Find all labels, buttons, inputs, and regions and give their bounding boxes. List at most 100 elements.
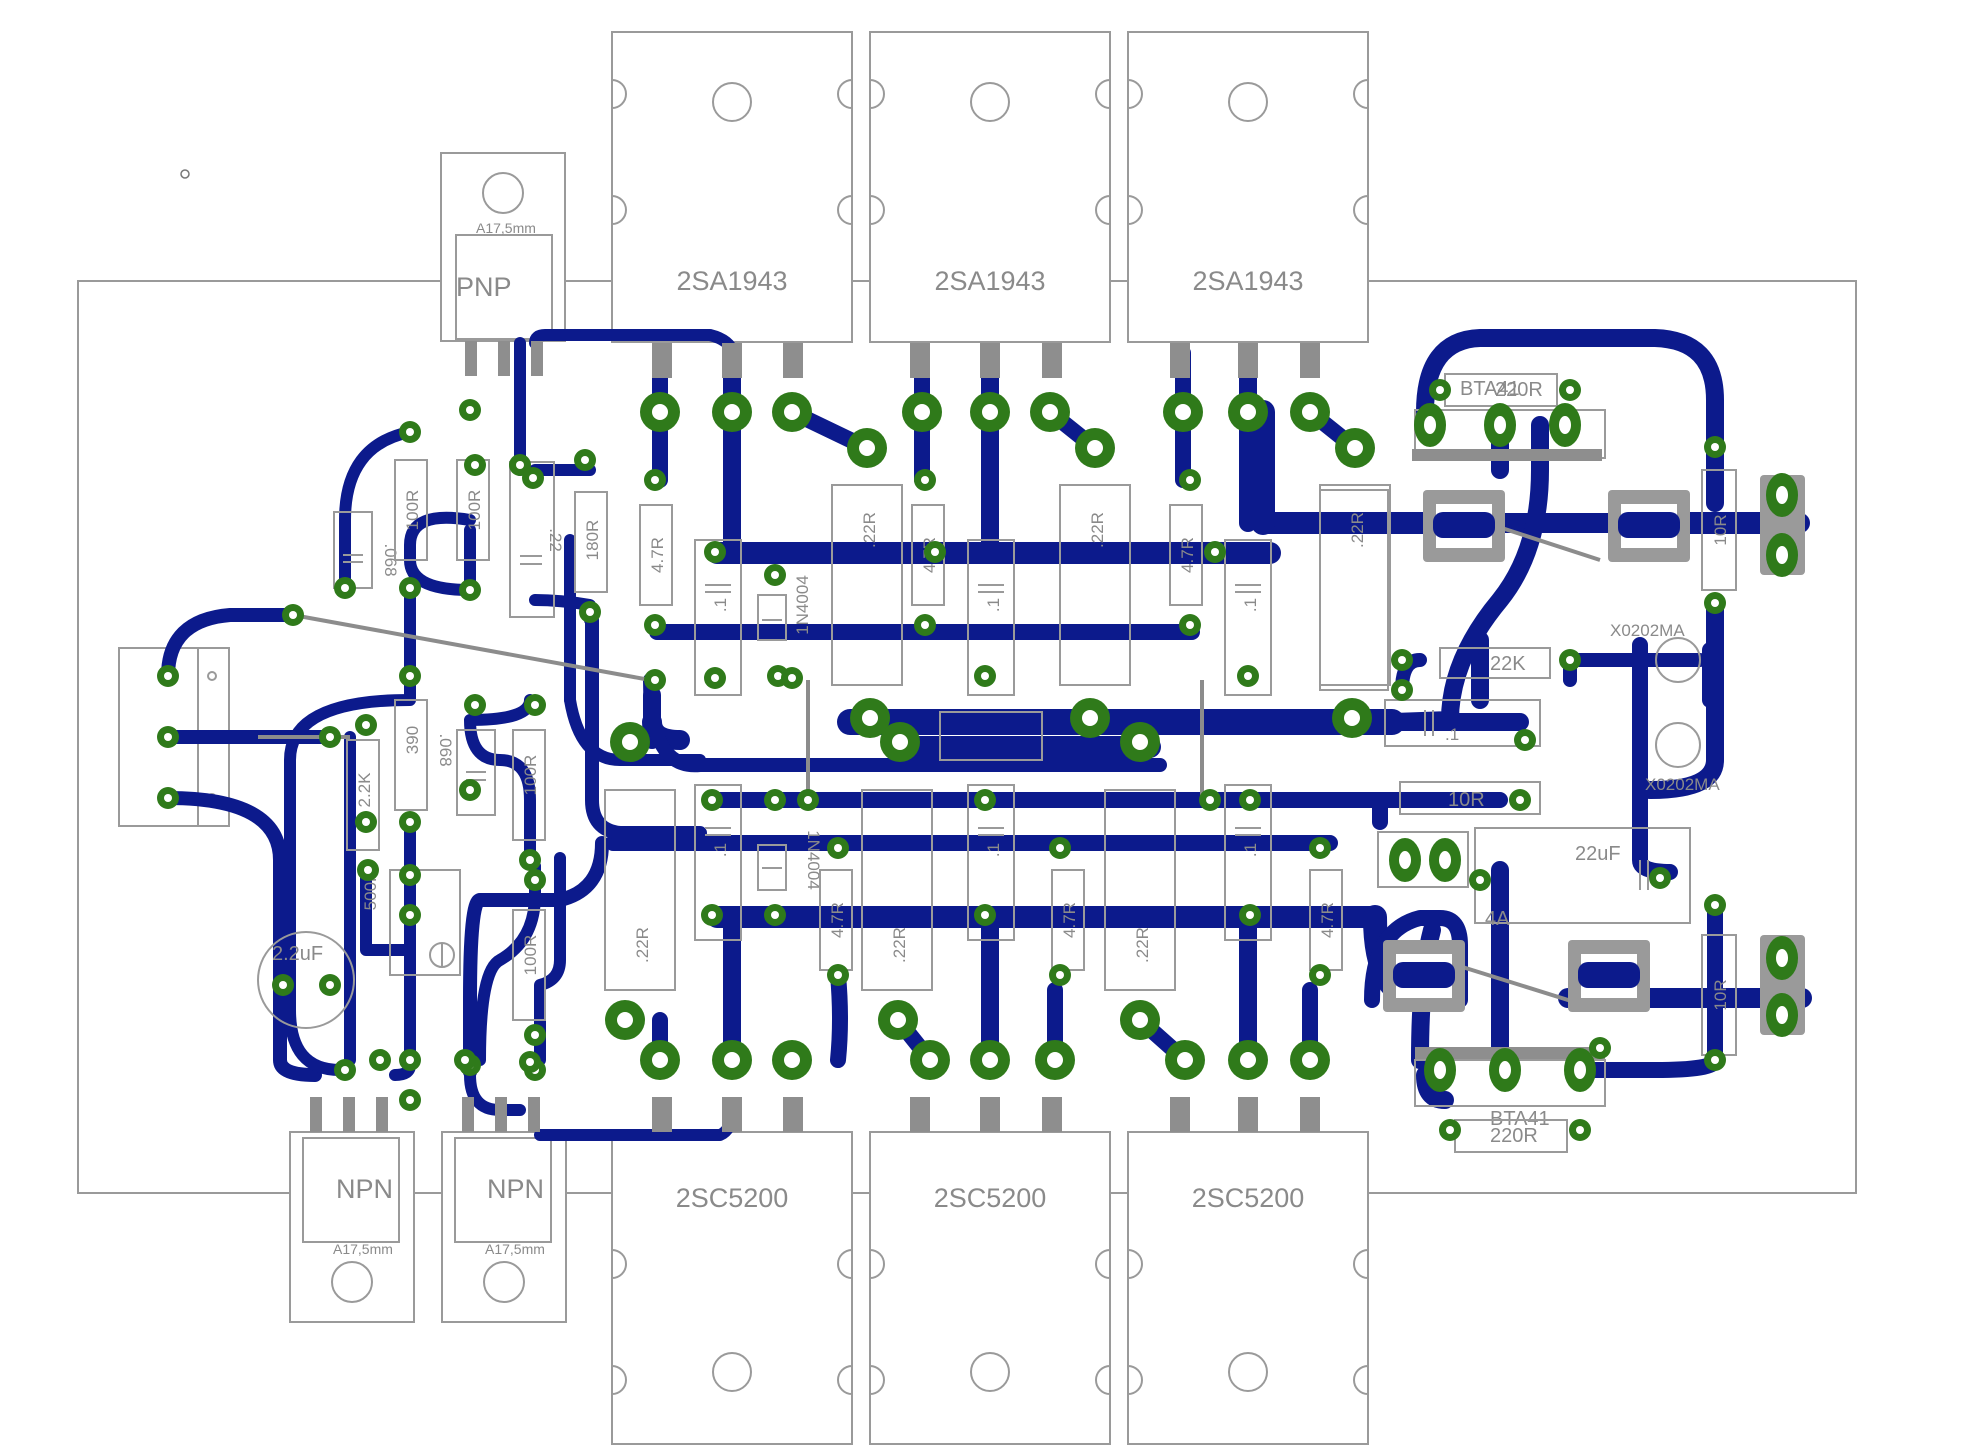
- svg-text:.1: .1: [984, 598, 1003, 612]
- driver-transistor-pnp: A17,5mm PNP: [440, 152, 566, 342]
- triac-bta41-top: BTA41: [1412, 378, 1606, 461]
- power-transistor-bottom-2: 2SC5200: [869, 1131, 1111, 1445]
- driver-npn-2-label: NPN: [487, 1174, 544, 1204]
- fuse-4a: 4A: [1485, 908, 1510, 930]
- svg-text:1N4004: 1N4004: [804, 830, 823, 890]
- driver-pnp-label: PNP: [456, 272, 512, 302]
- cap-1-bottom-2: .1: [967, 784, 1015, 941]
- resistor-180r: 180R: [574, 491, 608, 593]
- svg-text:.1: .1: [711, 843, 730, 857]
- svg-text:22uF: 22uF: [1575, 843, 1621, 865]
- cap-1-bottom-1: .1: [694, 784, 742, 941]
- svg-text:.22R: .22R: [1348, 512, 1367, 548]
- svg-text:10R: 10R: [1711, 979, 1730, 1010]
- svg-text:100R: 100R: [521, 755, 540, 796]
- svg-text:.22R: .22R: [860, 512, 879, 548]
- svg-text:2.2K: 2.2K: [355, 772, 374, 808]
- svg-text:2.2uF: 2.2uF: [272, 943, 323, 965]
- triac-bta41-top-label: BTA41: [1460, 378, 1520, 400]
- svg-text:100R: 100R: [521, 935, 540, 976]
- cap-1-top-3: .1: [1224, 539, 1272, 696]
- power-transistor-bottom-2-label: 2SC5200: [934, 1183, 1047, 1213]
- resistor-22k: 22K: [1439, 647, 1551, 679]
- scr-x0202ma-bottom: X0202MA: [1645, 722, 1720, 794]
- origin-marker: [180, 169, 190, 179]
- svg-text:.22R: .22R: [890, 927, 909, 963]
- cap-1-top-1: .1: [694, 539, 742, 696]
- svg-text:10R: 10R: [1448, 789, 1485, 811]
- resistor-22r-right: [1319, 489, 1389, 691]
- svg-text:220R: 220R: [1490, 1125, 1538, 1147]
- power-transistor-top-2: 2SA1943: [869, 31, 1111, 343]
- svg-text:.1: .1: [984, 843, 1003, 857]
- scr-x0202ma-top: X0202MA: [1610, 621, 1701, 683]
- svg-text:4A: 4A: [1485, 908, 1510, 930]
- resistor-22r-bottom-2: .22R: [861, 789, 933, 991]
- power-transistor-bottom-3-label: 2SC5200: [1192, 1183, 1305, 1213]
- power-transistor-bottom-1-label: 2SC5200: [676, 1183, 789, 1213]
- driver-transistor-npn-2: A17,5mm NPN: [441, 1131, 567, 1323]
- cap-1-top-2: .1: [967, 539, 1015, 696]
- output-coil-top-left: [1423, 490, 1505, 562]
- resistor-22r-bottom-3: .22R: [1104, 789, 1176, 991]
- cap-2-2uf: 2.2uF: [257, 931, 355, 1029]
- diode-1n4004-bottom: 1N4004: [757, 830, 823, 891]
- svg-text:4.7R: 4.7R: [1060, 902, 1079, 938]
- svg-text:.068: .068: [436, 733, 455, 766]
- output-coil-bottom-left: [1383, 940, 1465, 1012]
- driver-pnp-mount-label: A17,5mm: [476, 220, 536, 236]
- power-transistor-bottom-3: 2SC5200: [1127, 1131, 1369, 1445]
- svg-text:10R: 10R: [1711, 514, 1730, 545]
- resistor-100r-4: 100R: [512, 909, 546, 1021]
- output-coil-top-right: [1608, 490, 1690, 562]
- svg-text:.22R: .22R: [1133, 927, 1152, 963]
- resistor-2-2k: 2.2K: [346, 739, 380, 851]
- resistor-10r-top: 10R: [1701, 469, 1737, 591]
- transistor-pins: [310, 341, 1320, 1132]
- svg-text:100R: 100R: [403, 490, 422, 531]
- svg-text:4.7R: 4.7R: [1318, 902, 1337, 938]
- power-transistor-top-3-label: 2SA1943: [1192, 266, 1303, 296]
- scr-x0202ma-bottom-label: X0202MA: [1645, 775, 1720, 794]
- power-transistor-top-2-label: 2SA1943: [934, 266, 1045, 296]
- svg-text:390: 390: [403, 726, 422, 754]
- resistor-4-7r-top-3: 4.7R: [1169, 504, 1203, 606]
- scr-x0202ma-top-label: X0202MA: [1610, 621, 1685, 640]
- svg-text:.22R: .22R: [633, 927, 652, 963]
- svg-text:4.7R: 4.7R: [648, 537, 667, 573]
- svg-text:.1: .1: [1241, 843, 1260, 857]
- power-transistor-top-3: 2SA1943: [1127, 31, 1369, 343]
- svg-text:.22R: .22R: [1088, 512, 1107, 548]
- resistor-100r-3: 100R: [512, 729, 546, 841]
- svg-text:4.7R: 4.7R: [828, 902, 847, 938]
- svg-text:1N4004: 1N4004: [793, 575, 812, 635]
- driver-npn-1-label: NPN: [336, 1174, 393, 1204]
- cap-1-right: .1: [1384, 699, 1541, 747]
- resistor-390: 390: [394, 699, 428, 811]
- svg-text:220R: 220R: [1495, 379, 1543, 401]
- cap-068-bottom: .068: [436, 729, 496, 816]
- svg-text:.1: .1: [1241, 598, 1260, 612]
- resistor-4-7r-top-1: 4.7R: [639, 504, 673, 606]
- svg-text:.1: .1: [1445, 725, 1459, 744]
- driver-npn-1-mount-label: A17,5mm: [333, 1241, 393, 1257]
- resistor-22r-bottom-1: .22R: [604, 789, 676, 991]
- power-transistor-top-1: 2SA1943: [611, 31, 853, 343]
- resistor-10r-middle: 10R: [1399, 781, 1541, 815]
- diode-1n4004-top: 1N4004: [757, 575, 812, 641]
- driver-npn-2-mount-label: A17,5mm: [485, 1241, 545, 1257]
- svg-text:.22: .22: [546, 528, 565, 552]
- power-transistor-bottom-1: 2SC5200: [611, 1131, 853, 1445]
- fuse-holder-top: [1377, 831, 1469, 888]
- pads: [157, 379, 1798, 1141]
- bias-diode-pair: [939, 711, 1043, 761]
- resistor-22r-top-1: .22R: [831, 484, 903, 686]
- cap-1-bottom-3: .1: [1224, 784, 1272, 941]
- svg-text:100R: 100R: [465, 490, 484, 531]
- resistor-220r-bottom: 220R: [1454, 1119, 1568, 1153]
- svg-text:180R: 180R: [583, 520, 602, 561]
- svg-text:4.7R: 4.7R: [1178, 537, 1197, 573]
- output-coil-bottom-right: [1568, 940, 1650, 1012]
- driver-transistor-npn-1: A17,5mm NPN: [289, 1131, 415, 1323]
